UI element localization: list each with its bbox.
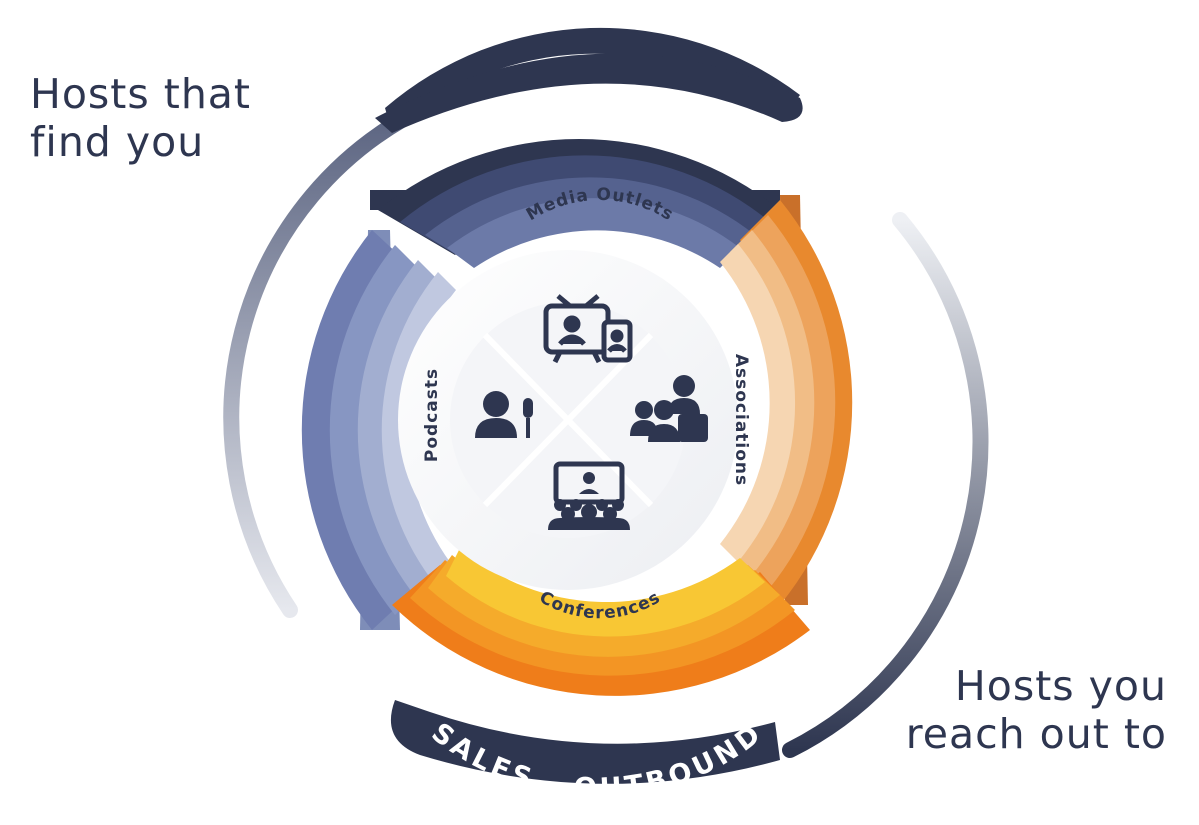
left-quadrant-label: Podcasts bbox=[422, 368, 442, 462]
bottom-band bbox=[392, 548, 810, 696]
person-microphone-icon bbox=[475, 391, 533, 438]
audience-screen-icon bbox=[548, 461, 630, 530]
right-quadrant-label: Associations bbox=[731, 354, 751, 486]
top-band bbox=[370, 138, 780, 268]
sales-ribbon-body bbox=[390, 700, 780, 784]
right-caption: Hosts you reach out to bbox=[847, 662, 1167, 758]
left-caption-line1: Hosts that bbox=[30, 70, 252, 118]
right-band bbox=[720, 195, 853, 605]
right-caption-line1: Hosts you bbox=[954, 662, 1167, 710]
quadrant-divider-2 bbox=[482, 332, 654, 508]
outer-arc-left bbox=[223, 102, 428, 618]
left-caption-line2: find you bbox=[30, 118, 205, 166]
outer-arc-right bbox=[782, 212, 989, 758]
tv-phone-icon bbox=[543, 294, 633, 364]
marketing-ribbon bbox=[385, 27, 800, 133]
group-icon bbox=[630, 375, 708, 442]
left-caption: Hosts that find you bbox=[30, 70, 330, 166]
marketing-ribbon-body bbox=[375, 53, 803, 133]
right-caption-line2: reach out to bbox=[905, 710, 1167, 758]
left-band bbox=[301, 230, 456, 630]
